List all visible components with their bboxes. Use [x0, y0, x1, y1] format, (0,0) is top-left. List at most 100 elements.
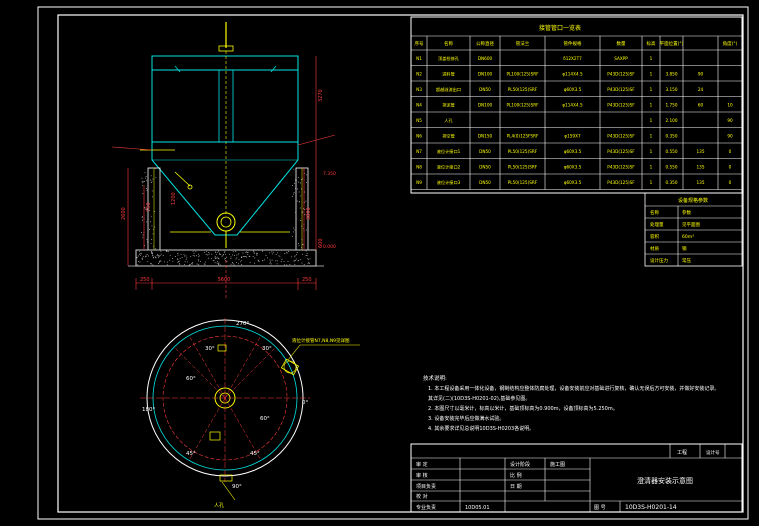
- spec-cell-value: 钢: [682, 245, 687, 252]
- hatch-dot: [308, 263, 310, 264]
- hatch-dot: [140, 252, 142, 254]
- hatch-dot: [286, 251, 288, 253]
- hatch-dot: [295, 171, 297, 173]
- hatch-dot: [290, 256, 292, 258]
- hatch-dot: [222, 254, 224, 256]
- hatch-dot: [276, 263, 278, 265]
- hatch-dot: [218, 262, 220, 264]
- hatch-dot: [226, 261, 228, 263]
- hatch-dot: [159, 260, 161, 262]
- nozzle-table-cell: 24: [698, 87, 704, 92]
- nozzle-table-cell: PL50(125)SRF: [508, 180, 538, 185]
- hatch-dot: [174, 256, 176, 257]
- angle-label-4: 60°: [260, 416, 270, 422]
- hatch-dot: [266, 257, 268, 259]
- hatch-dot: [184, 261, 186, 263]
- hatch-dot: [151, 239, 153, 240]
- hatch-dot: [297, 260, 299, 262]
- hatch-dot: [192, 254, 194, 256]
- hatch-dot: [136, 256, 138, 258]
- hatch-dot: [157, 253, 159, 255]
- nozzle-header-cell: 管件规格: [564, 40, 582, 47]
- hatch-dot: [152, 252, 153, 254]
- hatch-dot: [294, 256, 296, 258]
- tb-left-1: 审 核: [416, 472, 428, 479]
- hatch-dot: [295, 187, 296, 189]
- hatch-dot: [300, 188, 302, 190]
- dimension-lines: [127, 56, 317, 300]
- hatch-dot: [216, 251, 218, 253]
- title-block-border: [410, 443, 743, 513]
- weir-mark-left: [174, 65, 181, 73]
- tb-project-label: 工程: [677, 449, 687, 456]
- hatch-dot: [141, 215, 143, 217]
- hatch-dot: [151, 250, 153, 252]
- hatch-dot: [169, 259, 171, 261]
- nozzle-table-cell: PL100(125)SRF: [506, 103, 539, 108]
- hatch-dot: [151, 225, 153, 227]
- nozzle-header-cell: 公称直径: [476, 40, 494, 47]
- tb-mid-0: 设计阶段: [510, 461, 530, 468]
- tb-drawing-no-label: 图 号: [594, 505, 606, 511]
- hatch-dot: [166, 261, 168, 263]
- hatch-dot: [230, 263, 232, 265]
- nozzle-table-cell: 0: [729, 180, 732, 185]
- nozzle-table-cell: 1: [650, 56, 653, 61]
- hatch-dot: [295, 218, 297, 220]
- hatch-dot: [297, 243, 299, 244]
- nozzle-table: 接管管口一览表 序号名称公称直径管法兰管件规格数量标高平面位置(°)角度(°)N…: [410, 16, 743, 194]
- hatch-dot: [146, 189, 148, 191]
- hatch-dot: [289, 264, 291, 266]
- hatch-dot: [258, 260, 260, 262]
- hatch-dot: [294, 179, 296, 181]
- hatch-dot: [195, 255, 197, 257]
- nozzle-table-cell: PL50(125)SRF: [508, 87, 538, 92]
- hatch-dot: [302, 211, 304, 213]
- hatch-dot: [162, 255, 164, 257]
- nozzle-table-cell: 1.750: [666, 103, 678, 108]
- hatch-dot: [181, 257, 183, 259]
- hatch-dot: [163, 261, 165, 263]
- nozzle-table-cell: 90: [727, 134, 733, 139]
- hatch-dot: [197, 256, 199, 258]
- hatch-dot: [186, 257, 188, 259]
- nozzle-table-cell: φ60X3.5: [564, 87, 582, 92]
- spec-cell-value: 60m³: [682, 234, 694, 240]
- hatch-dot: [218, 264, 220, 265]
- nozzle-table-cell: 顶盖检修孔: [438, 55, 460, 62]
- hatch-dot: [300, 259, 302, 261]
- hatch-dot: [218, 252, 220, 254]
- angle-label-2: 30°: [262, 346, 272, 352]
- hatch-dot: [305, 200, 307, 202]
- angle-label-left: 180°: [142, 407, 155, 413]
- nozzle-table-cell: φ114X4.5: [562, 103, 583, 108]
- hatch-dot: [247, 254, 249, 255]
- nozzle-header-cell: 数量: [617, 40, 626, 47]
- hatch-dot: [150, 179, 151, 181]
- hatch-dot: [204, 263, 206, 265]
- nozzle-table-cell: 0.350: [666, 134, 678, 139]
- nozzle-table-cell: PL50(125)SRF: [508, 165, 538, 170]
- hatch-dot: [184, 255, 186, 257]
- nozzle-table-cell: DN50: [479, 180, 491, 185]
- notes-line-4: 3. 设备安装完毕后应做满水试验。: [428, 415, 504, 422]
- tb-drawing-title: 澄清器安装示意图: [637, 476, 693, 485]
- hatch-dot: [306, 182, 308, 184]
- hatch-dot: [298, 181, 300, 183]
- hatch-dot: [145, 188, 147, 190]
- plan-level-nozzle: [280, 358, 300, 376]
- nozzle-table-cell: 进料管: [442, 71, 455, 78]
- hatch-dot: [216, 260, 218, 262]
- hatch-dot: [299, 207, 301, 209]
- hatch-dot: [137, 264, 139, 266]
- nozzle-table-cell: 3.850: [666, 72, 678, 77]
- angle-label-5: 45°: [186, 451, 196, 457]
- hatch-dot: [300, 182, 301, 184]
- hatch-dot: [296, 252, 298, 253]
- hatch-dot: [288, 250, 289, 252]
- tb-project-code: 设计号: [706, 449, 720, 456]
- hatch-dot: [149, 229, 151, 231]
- hatch-dot: [219, 254, 221, 255]
- dim-left-1: 2600: [121, 207, 127, 220]
